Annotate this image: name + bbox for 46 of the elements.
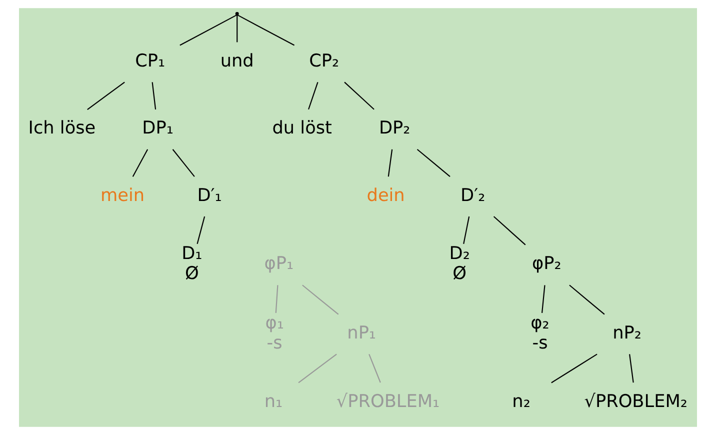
node-text: φP₂ — [532, 254, 562, 274]
node-text: n₂ — [512, 392, 530, 412]
node-text: √PROBLEM₁ — [336, 392, 440, 412]
connector — [302, 284, 339, 315]
connector — [344, 82, 374, 110]
node-text: Ich löse — [28, 118, 96, 139]
connector — [236, 14, 238, 42]
node-text: du löst — [272, 118, 332, 139]
node-text: n₁ — [264, 392, 283, 412]
node-text: mein — [100, 186, 145, 206]
connector — [180, 14, 238, 46]
node-text: dein — [366, 186, 405, 206]
connector — [569, 284, 605, 315]
connector — [308, 82, 318, 110]
node-text: DP₂ — [379, 118, 410, 139]
node-text: √PROBLEM₂ — [584, 392, 688, 412]
connector — [237, 14, 295, 46]
node-text: CP₁ — [135, 51, 166, 72]
connector — [196, 216, 206, 244]
connector — [275, 285, 278, 313]
connector — [152, 82, 156, 110]
connector — [172, 149, 195, 177]
connector — [368, 354, 381, 383]
node-text: nP₁ — [347, 324, 376, 344]
connector — [416, 148, 450, 177]
connector — [463, 216, 470, 244]
node-text: CP₂ — [309, 51, 340, 72]
node-text: φ₁ -s — [265, 314, 284, 354]
node-text: D′₁ — [197, 186, 222, 206]
connector — [551, 354, 598, 384]
connector — [629, 354, 634, 383]
node-point — [235, 12, 239, 16]
connector — [298, 354, 337, 384]
connector — [132, 149, 148, 177]
node-text: φP₁ — [264, 254, 294, 274]
node-text: φ₂ -s — [530, 314, 550, 354]
node-text: D₁ Ø — [182, 244, 202, 284]
connector — [541, 285, 546, 313]
node-text: und — [220, 51, 254, 72]
node-text: D′₂ — [460, 186, 486, 206]
node-text: D₂ Ø — [449, 244, 470, 284]
connector — [493, 216, 526, 246]
node-text: DP₁ — [142, 118, 174, 139]
connector — [87, 82, 125, 110]
node-text: nP₂ — [612, 324, 642, 344]
connector — [388, 149, 393, 177]
